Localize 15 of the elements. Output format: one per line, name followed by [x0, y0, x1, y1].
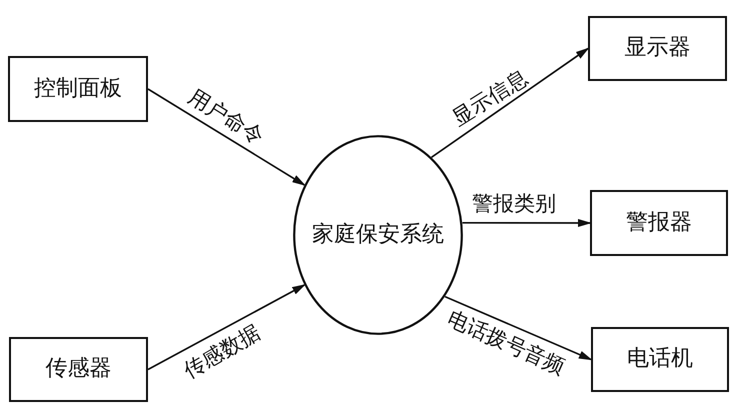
arrow [148, 88, 305, 186]
arrow [462, 218, 590, 227]
edge-label: 显示信息 [448, 66, 532, 130]
arrow [431, 48, 588, 158]
process-box: 控制面板 [8, 56, 148, 122]
edge-label: 传感数据 [180, 322, 264, 382]
arrow [148, 284, 305, 370]
arrow [444, 296, 592, 360]
process-box: 显示器 [588, 16, 727, 81]
process-box: 传感器 [9, 337, 148, 402]
edge-label: 警报类别 [472, 194, 556, 214]
process-box: 警报器 [590, 190, 728, 256]
edge-label: 用户命令 [184, 86, 268, 148]
process-box: 电话机 [591, 327, 729, 392]
edge-label: 电话拨号音频 [444, 308, 568, 378]
